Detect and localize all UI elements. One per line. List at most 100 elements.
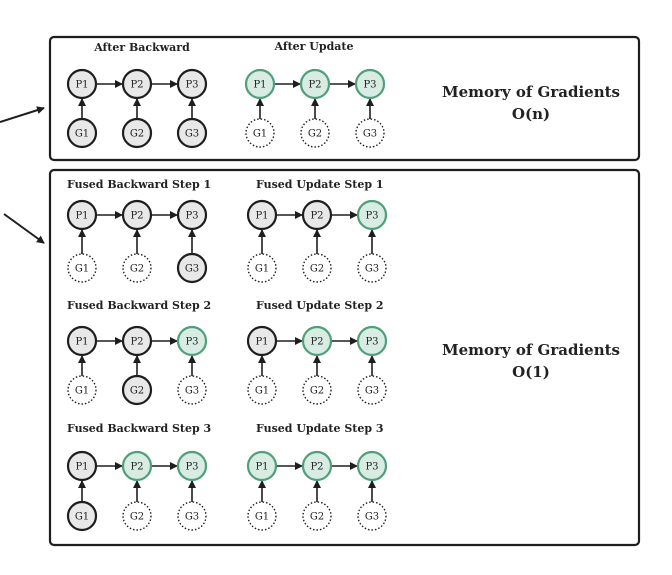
param-node-p2	[121, 68, 153, 100]
grad-node-label: G3	[365, 386, 379, 397]
grad-node-g3	[357, 501, 387, 531]
grad-node-label: G2	[310, 264, 324, 275]
param-node-label: P2	[310, 337, 323, 348]
incoming-arrow-bottom	[3, 213, 45, 244]
grad-node-label: G1	[75, 264, 89, 275]
param-node-label: P1	[253, 80, 266, 91]
panel-title: After Backward	[93, 41, 190, 54]
bottom-memory-label: Memory of Gradients	[442, 341, 620, 359]
param-node-label: P3	[185, 337, 198, 348]
top-memory-label: Memory of Gradients	[442, 83, 620, 101]
param-node-p3	[176, 68, 208, 100]
top-box	[48, 35, 641, 162]
grad-node-g1	[247, 501, 277, 531]
grad-node-g1	[67, 375, 97, 405]
param-node-label: P3	[185, 462, 198, 473]
param-node-p2	[301, 199, 333, 231]
panel-title: Fused Update Step 1	[256, 178, 384, 191]
grad-node-label: G2	[130, 264, 144, 275]
param-node-p2	[299, 68, 331, 100]
grad-node-label: G3	[185, 129, 199, 140]
grad-node-label: G3	[185, 512, 199, 523]
grad-node-label: G3	[185, 264, 199, 275]
param-node-p3	[176, 325, 208, 357]
param-node-label: P2	[130, 337, 143, 348]
param-node-label: P3	[365, 211, 378, 222]
grad-node-g3	[357, 253, 387, 283]
grad-node-label: G2	[310, 386, 324, 397]
param-node-label: P1	[75, 462, 88, 473]
bottom-box	[48, 168, 641, 547]
param-node-label: P1	[75, 337, 88, 348]
param-node-p2	[121, 199, 153, 231]
param-node-p3	[356, 325, 388, 357]
incoming-arrow-top	[0, 106, 45, 123]
grad-node-label: G3	[185, 386, 199, 397]
param-node-label: P3	[363, 80, 376, 91]
panel-title: Fused Update Step 3	[256, 422, 384, 435]
panel-title: Fused Backward Step 2	[67, 299, 211, 312]
grad-node-label: G2	[310, 512, 324, 523]
param-node-p1	[66, 199, 98, 231]
grad-node-label: G2	[130, 386, 144, 397]
grad-node-g1	[66, 117, 98, 149]
param-node-label: P3	[185, 211, 198, 222]
grad-node-label: G3	[365, 264, 379, 275]
param-node-label: P1	[75, 211, 88, 222]
grad-node-label: G3	[365, 512, 379, 523]
param-node-p3	[354, 68, 386, 100]
param-node-p1	[246, 325, 278, 357]
param-node-label: P3	[365, 462, 378, 473]
grad-node-g1	[66, 500, 98, 532]
grad-node-g3	[355, 118, 385, 148]
bottom-memory-complexity: O(1)	[512, 363, 550, 381]
param-node-p1	[244, 68, 276, 100]
param-node-label: P3	[185, 80, 198, 91]
grad-node-g1	[247, 375, 277, 405]
grad-node-g2	[122, 253, 152, 283]
grad-node-g2	[300, 118, 330, 148]
grad-node-g1	[245, 118, 275, 148]
grad-node-g2	[302, 253, 332, 283]
param-node-p1	[66, 325, 98, 357]
grad-node-label: G1	[75, 386, 89, 397]
param-node-label: P2	[130, 80, 143, 91]
grad-node-label: G2	[130, 129, 144, 140]
panel-title: Fused Backward Step 3	[67, 422, 211, 435]
param-node-label: P2	[130, 462, 143, 473]
grad-node-label: G2	[308, 129, 322, 140]
param-node-p3	[356, 450, 388, 482]
grad-node-g2	[121, 374, 153, 406]
param-node-label: P1	[255, 337, 268, 348]
grad-node-g3	[177, 375, 207, 405]
param-node-p1	[246, 450, 278, 482]
param-node-p2	[121, 325, 153, 357]
param-node-p3	[356, 199, 388, 231]
grad-node-g2	[302, 375, 332, 405]
grad-node-g3	[177, 501, 207, 531]
grad-node-g2	[121, 117, 153, 149]
grad-node-g1	[67, 253, 97, 283]
grad-node-g3	[357, 375, 387, 405]
grad-node-label: G3	[363, 129, 377, 140]
param-node-label: P1	[255, 462, 268, 473]
grad-node-label: G1	[253, 129, 267, 140]
param-node-p3	[176, 450, 208, 482]
grad-node-g2	[302, 501, 332, 531]
grad-node-label: G1	[255, 512, 269, 523]
param-node-label: P3	[365, 337, 378, 348]
param-node-p1	[246, 199, 278, 231]
grad-node-label: G2	[130, 512, 144, 523]
param-node-p2	[301, 450, 333, 482]
param-node-p2	[121, 450, 153, 482]
grad-node-g1	[247, 253, 277, 283]
